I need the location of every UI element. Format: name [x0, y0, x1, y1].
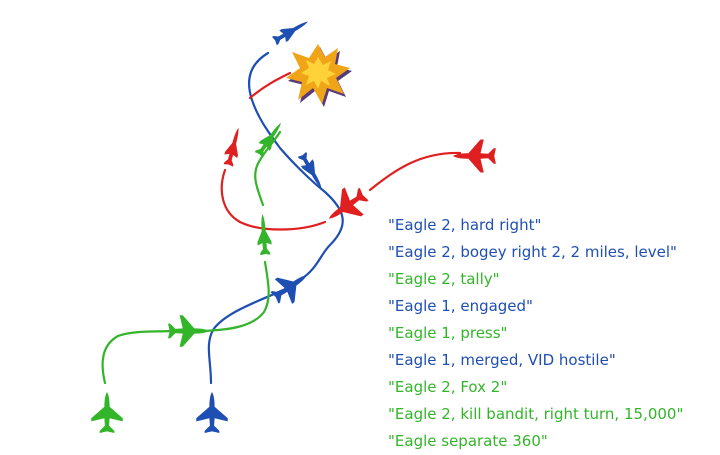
fighter-jet-icon	[319, 180, 374, 233]
bandit-flight-path	[368, 151, 462, 192]
bandit-flight-path	[220, 168, 327, 231]
fighter-jet-icon	[221, 126, 245, 168]
fighter-jet-icon	[453, 139, 496, 173]
eagle-2-flight-path	[201, 260, 270, 333]
bandit-flight-path	[248, 71, 292, 100]
fighter-jet-icon	[196, 392, 228, 433]
eagle-2-flight-path	[254, 130, 282, 207]
explosion-icon	[286, 44, 352, 107]
radio-calls-list: "Eagle 2, hard right" "Eagle 2, bogey ri…	[388, 212, 683, 455]
fighter-jet-icon	[271, 15, 312, 47]
radio-call: "Eagle 1, merged, VID hostile"	[388, 351, 616, 369]
radio-call: "Eagle 1, press"	[388, 324, 508, 342]
radio-call: "Eagle 2, kill bandit, right turn, 15,00…	[388, 405, 684, 423]
radio-call: "Eagle separate 360"	[388, 432, 548, 450]
fighter-jet-icon	[253, 119, 287, 159]
radio-call: "Eagle 2, tally"	[388, 270, 500, 288]
fighter-jet-icon	[265, 263, 315, 311]
fighter-jet-icon	[255, 213, 273, 256]
fighter-jet-icon	[168, 315, 209, 347]
radio-call: "Eagle 1, engaged"	[388, 297, 533, 315]
eagle-1-flight-path	[207, 288, 285, 385]
radio-call: "Eagle 2, hard right"	[388, 216, 542, 234]
radio-call: "Eagle 2, bogey right 2, 2 miles, level"	[388, 243, 677, 261]
radio-call: "Eagle 2, Fox 2"	[388, 378, 508, 396]
fighter-jet-icon	[91, 392, 123, 433]
eagle-2-flight-path	[101, 329, 172, 385]
